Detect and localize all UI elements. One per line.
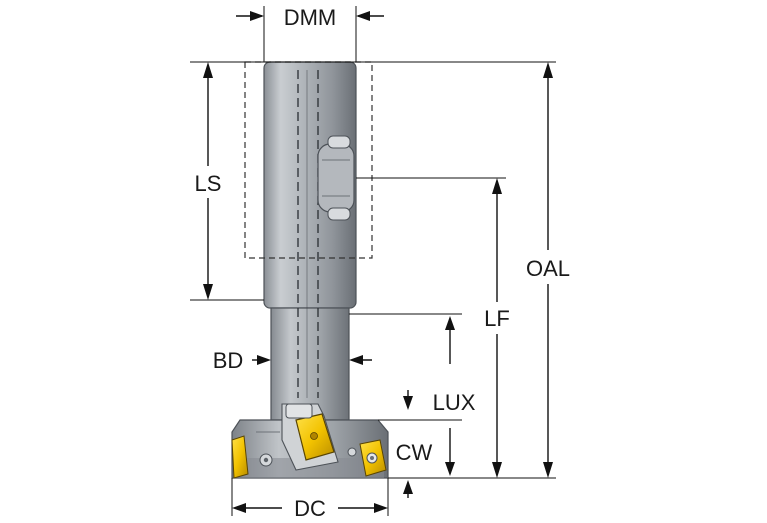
dim-ls: LS [186,62,230,300]
dim-dc: DC [232,496,388,521]
neck [270,307,350,421]
dim-bd: BD [213,348,372,373]
label-oal: OAL [526,256,570,281]
extension-lines [190,6,556,516]
dim-oal: OAL [522,62,574,478]
cutting-insert-left [231,435,249,479]
label-lf: LF [484,306,510,331]
dim-cw: CW [396,428,455,498]
label-cw: CW [396,440,433,465]
label-bd: BD [213,348,244,373]
dim-lux: LUX [403,316,476,415]
tool-body [231,61,389,479]
dim-dmm: DMM [236,5,384,30]
weldon-flat [317,135,355,221]
label-lux: LUX [433,390,476,415]
label-ls: LS [195,171,222,196]
label-dmm: DMM [284,5,337,30]
dim-lf: LF [476,178,518,478]
label-dc: DC [294,496,326,521]
